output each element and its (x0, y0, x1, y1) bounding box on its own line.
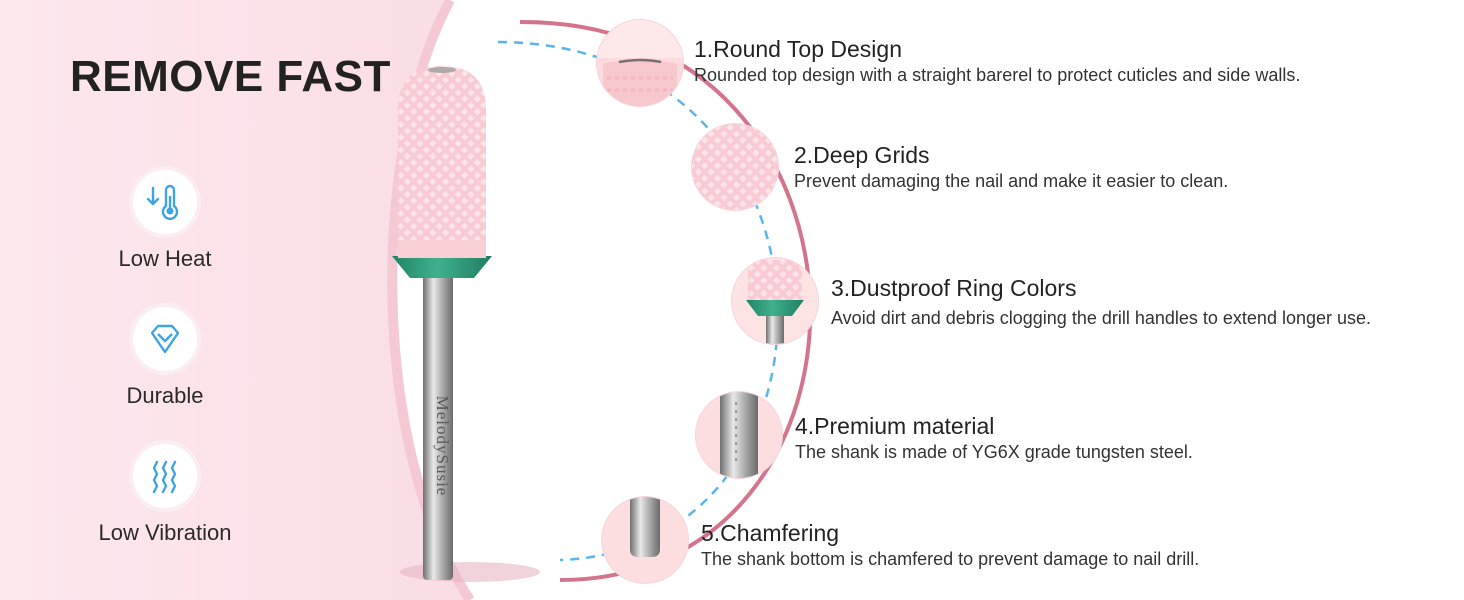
point-description: The shank bottom is chamfered to prevent… (701, 549, 1200, 569)
feature-low-heat: Low Heat (80, 170, 250, 272)
bit-tip (428, 67, 456, 73)
dustproof-ring-thumbnail (732, 258, 818, 344)
bit-shank (423, 270, 453, 580)
point-premium-material: 4.Premium material The shank is made of … (795, 412, 1193, 464)
vibration-waves-icon (152, 460, 177, 494)
brand-engraving: MelodySusie (433, 395, 452, 497)
deep-grids-thumbnail (692, 124, 778, 210)
bit-head-grid (398, 66, 486, 240)
point-title: 2.Deep Grids (794, 142, 930, 168)
dustproof-ring (392, 256, 492, 278)
bit-neck (398, 236, 486, 258)
premium-material-thumbnail (696, 392, 782, 478)
point-description: The shank is made of YG6X grade tungsten… (795, 442, 1193, 462)
point-description: Avoid dirt and debris clogging the drill… (831, 308, 1372, 328)
thermometer-low-icon (146, 184, 179, 220)
feature-label: Durable (126, 383, 204, 408)
point-title: 1.Round Top Design (694, 36, 902, 62)
feature-durable: Durable (80, 307, 250, 409)
point-description: Rounded top design with a straight barer… (694, 65, 1301, 85)
round-top-thumbnail (597, 20, 683, 106)
drill-bit (392, 66, 540, 582)
point-round-top: 1.Round Top Design Rounded top design wi… (694, 35, 1300, 87)
feature-badge (133, 307, 197, 371)
bit-shadow (400, 562, 540, 582)
point-title: 5.Chamfering (701, 520, 840, 546)
point-description: Prevent damaging the nail and make it ea… (794, 171, 1229, 191)
feature-badge (133, 170, 197, 234)
point-deep-grids: 2.Deep Grids Prevent damaging the nail a… (794, 141, 1228, 193)
feature-label: Low Vibration (98, 520, 232, 545)
feature-label: Low Heat (118, 246, 212, 271)
chamfering-thumbnail (602, 497, 688, 583)
headline: REMOVE FAST (70, 52, 391, 101)
point-title: 4.Premium material (795, 413, 995, 439)
point-title: 3.Dustproof Ring Colors (831, 275, 1077, 301)
point-chamfering: 5.Chamfering The shank bottom is chamfer… (701, 519, 1199, 571)
pink-panel (0, 0, 470, 600)
feature-badge (133, 444, 197, 508)
point-dustproof-ring: 3.Dustproof Ring Colors Avoid dirt and d… (831, 274, 1371, 330)
feature-low-vibration: Low Vibration (80, 444, 250, 546)
diamond-icon (150, 324, 180, 354)
